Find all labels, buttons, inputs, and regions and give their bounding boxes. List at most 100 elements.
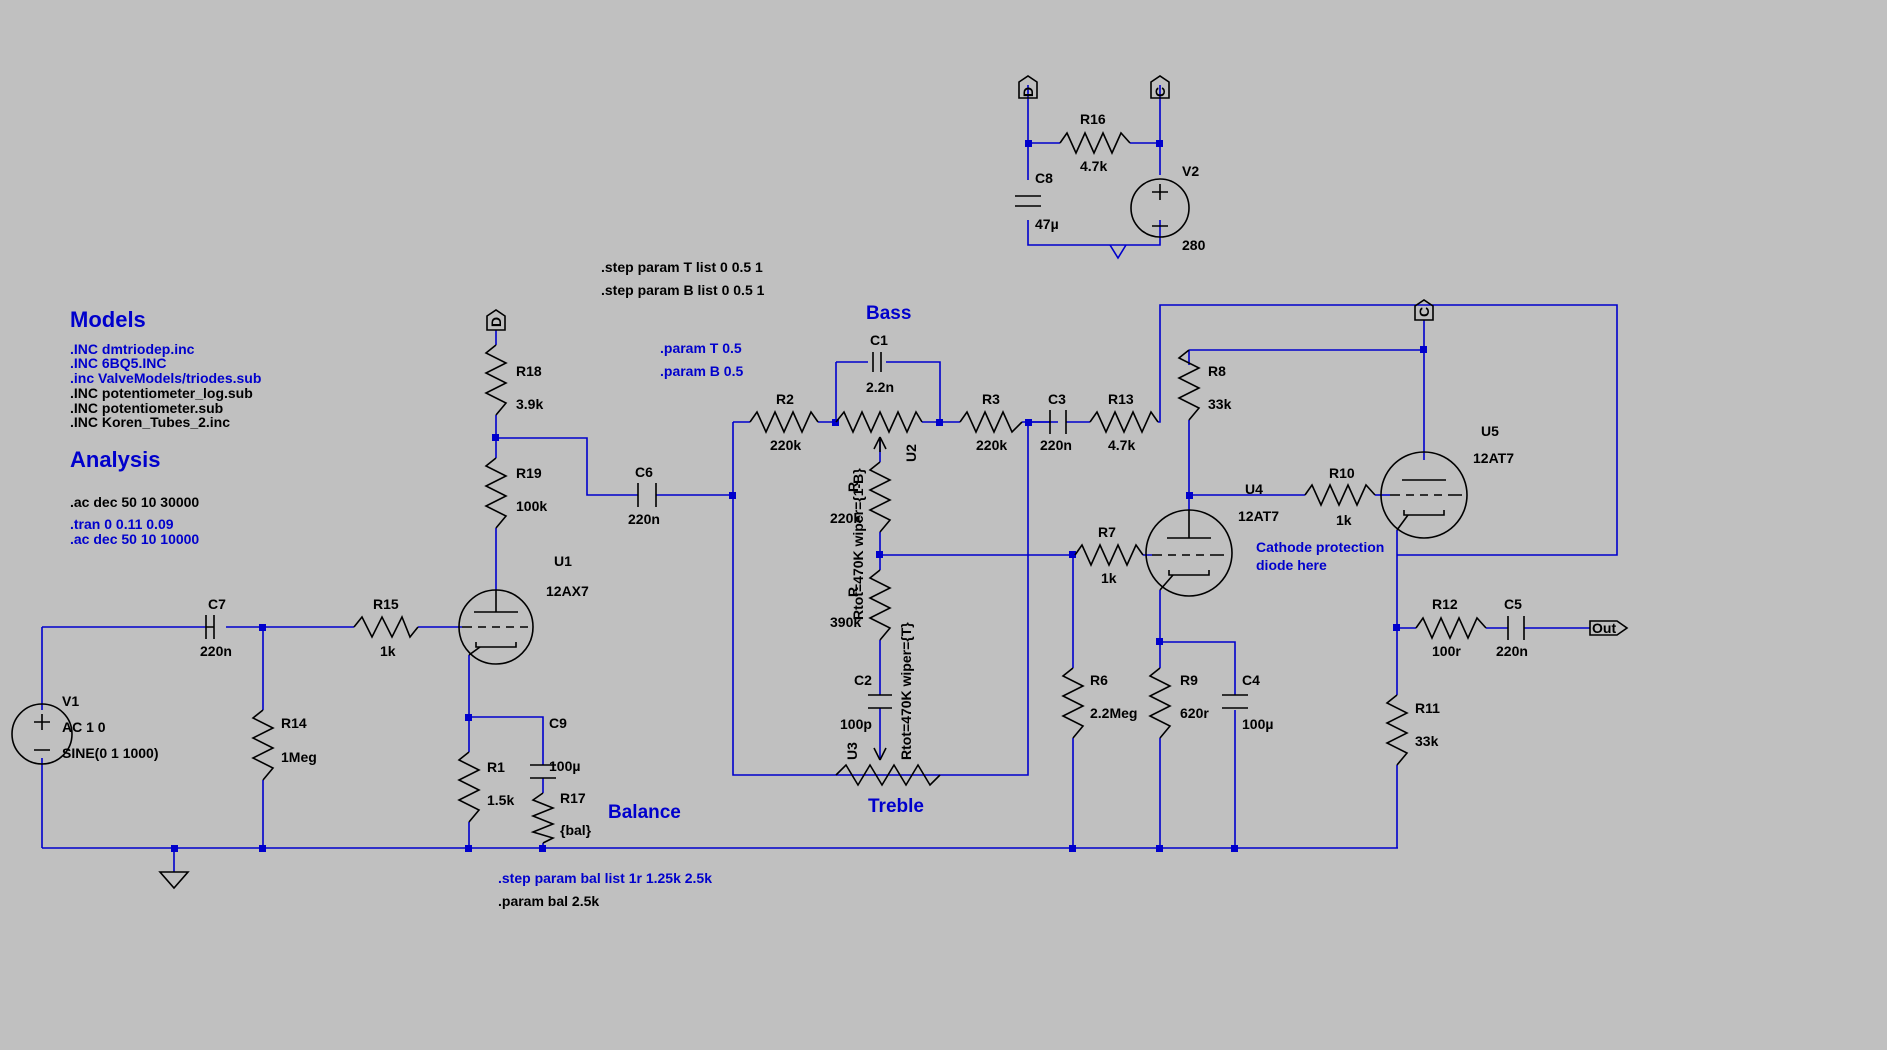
c1-value: 2.2n [866,379,894,395]
u4-ref: U4 [1245,481,1263,497]
tran-directive: .tran 0 0.11 0.09 [70,516,174,532]
u2-potentiometer[interactable] [835,410,923,452]
r2-resistor[interactable] [749,410,819,434]
c3-capacitor[interactable] [1049,410,1067,434]
v1-ref: V1 [62,693,79,709]
net-label-d-r18: D [488,317,504,327]
c6-ref: C6 [635,464,653,480]
c2-capacitor[interactable] [868,694,892,709]
c4-ref: C4 [1242,672,1260,688]
net-flag-d-top [1018,75,1038,99]
r4-resistor[interactable] [868,461,892,533]
r9-value: 620r [1180,705,1209,721]
c5-value: 220n [1496,643,1528,659]
r10-resistor[interactable] [1304,483,1376,507]
r5-ref: R [845,587,861,597]
c7-ref: C7 [208,596,226,612]
u1-triode[interactable] [458,589,534,665]
net-label-d-top: D [1020,87,1036,97]
r5-resistor[interactable] [868,569,892,641]
r6-value: 2.2Meg [1090,705,1137,721]
c8-ref: C8 [1035,170,1053,186]
c8-value: 47µ [1035,216,1059,232]
c7-value: 220n [200,643,232,659]
include-line: .INC potentiometer.sub [70,400,223,416]
r17-resistor[interactable] [530,792,556,844]
r15-resistor[interactable] [353,615,419,639]
r12-ref: R12 [1432,596,1458,612]
v2-value: 280 [1182,237,1206,253]
r2-value: 220k [770,437,801,453]
r14-value: 1Meg [281,749,317,765]
c5-capacitor[interactable] [1507,616,1525,640]
r14-resistor[interactable] [251,709,275,781]
r16-resistor[interactable] [1059,131,1131,155]
ac-directive: .ac dec 50 10 30000 [70,494,199,510]
v2-source[interactable] [1130,178,1190,238]
u1-ref: U1 [554,553,572,569]
r2-ref: R2 [776,391,794,407]
r17-value: {bal} [560,822,592,838]
u2-value: Rtot=470K wiper={1-B} [850,468,866,620]
param-bal-directive: .param bal 2.5k [498,893,599,909]
r1-resistor[interactable] [457,751,481,823]
u4-triode[interactable] [1145,509,1233,597]
net-label-out: Out [1592,620,1616,636]
c1-capacitor[interactable] [872,352,882,372]
step-bal-directive: .step param bal list 1r 1.25k 2.5k [498,870,712,886]
u5-ref: U5 [1481,423,1499,439]
v1-source[interactable] [11,703,73,765]
u5-triode[interactable] [1380,451,1468,539]
c6-capacitor[interactable] [637,483,657,507]
bass-label: Bass [866,303,911,324]
c1-ref: C1 [870,332,888,348]
r12-resistor[interactable] [1415,616,1487,640]
include-line: .INC potentiometer_log.sub [70,385,253,401]
v2-ref: V2 [1182,163,1199,179]
r10-ref: R10 [1329,465,1355,481]
r13-value: 4.7k [1108,437,1135,453]
r3-resistor[interactable] [959,410,1023,434]
r15-value: 1k [380,643,396,659]
r11-value: 33k [1415,733,1439,749]
c8-capacitor[interactable] [1015,195,1041,207]
v1-value-sine: SINE(0 1 1000) [62,745,159,761]
r7-resistor[interactable] [1074,543,1144,567]
param-b-directive: .param B 0.5 [660,363,743,379]
step-t-directive: .step param T list 0 0.5 1 [601,259,763,275]
v1-value-ac: AC 1 0 [62,719,106,735]
c4-capacitor[interactable] [1222,694,1248,709]
r7-ref: R7 [1098,524,1116,540]
r18-resistor[interactable] [484,344,508,416]
r10-value: 1k [1336,512,1352,528]
c2-ref: C2 [854,672,872,688]
r3-value: 220k [976,437,1007,453]
step-b-directive: .step param B list 0 0.5 1 [601,282,765,298]
c7-capacitor[interactable] [205,615,215,639]
r12-value: 100r [1432,643,1461,659]
c9-value: 100µ [549,758,580,774]
cathode-note-line1: Cathode protection [1256,539,1384,555]
r18-ref: R18 [516,363,542,379]
net-flag-d-r18 [486,309,506,331]
c5-ref: C5 [1504,596,1522,612]
r6-resistor[interactable] [1061,667,1085,739]
output-port [1589,620,1629,636]
r11-resistor[interactable] [1385,694,1409,766]
include-line: .INC 6BQ5.INC [70,355,166,371]
r19-ref: R19 [516,465,542,481]
r11-ref: R11 [1415,700,1440,716]
r8-resistor[interactable] [1177,349,1201,421]
junctions [171,140,1427,852]
c9-capacitor[interactable] [530,764,556,779]
wires [41,85,1618,872]
r9-resistor[interactable] [1148,667,1172,739]
r4-ref: R [845,482,861,492]
u3-potentiometer[interactable] [835,747,941,787]
net-flag-c-top [1150,75,1170,99]
r19-resistor[interactable] [484,457,508,529]
balance-label: Balance [608,802,681,823]
u2-ref: U2 [903,444,919,462]
r13-resistor[interactable] [1089,410,1159,434]
